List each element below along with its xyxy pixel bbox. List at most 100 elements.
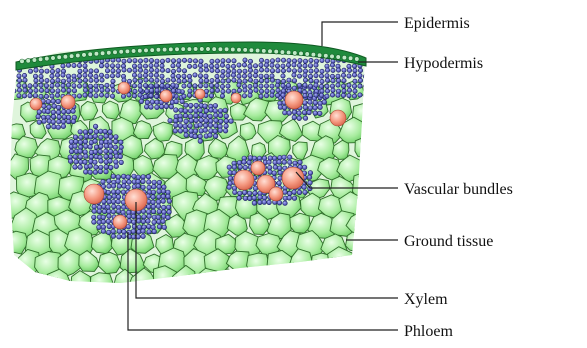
phloem-cell xyxy=(253,191,258,196)
phloem-cell xyxy=(111,199,116,204)
phloem-cell xyxy=(93,139,98,144)
phloem-cell xyxy=(292,196,297,201)
hypodermis-cell xyxy=(149,58,153,62)
phloem-cell xyxy=(83,130,88,135)
phloem-cell xyxy=(203,128,208,133)
phloem-cell xyxy=(52,104,57,109)
hypodermis-cell xyxy=(143,83,147,87)
phloem-cell xyxy=(223,129,228,134)
phloem-cell xyxy=(272,171,277,176)
phloem-cell xyxy=(308,106,313,111)
hypodermis-cell xyxy=(270,59,274,63)
hypodermis-cell xyxy=(215,83,219,87)
hypodermis-cell xyxy=(17,88,21,92)
epidermis-cell xyxy=(26,58,31,63)
hypodermis-cell xyxy=(138,84,142,88)
hypodermis-cell xyxy=(353,89,357,93)
phloem-cell xyxy=(297,111,302,116)
hypodermis-cell xyxy=(160,68,164,72)
hypodermis-cell xyxy=(50,69,54,73)
hypodermis-cell xyxy=(39,94,43,98)
phloem-cell xyxy=(287,196,292,201)
epidermis-cell xyxy=(131,49,136,54)
phloem-cell xyxy=(173,129,178,134)
xylem-vessel xyxy=(118,82,130,94)
phloem-cell xyxy=(161,189,166,194)
epidermis-cell xyxy=(268,49,273,54)
hypodermis-cell xyxy=(243,69,247,73)
epidermis-cell xyxy=(317,53,322,58)
hypodermis-cell xyxy=(226,64,230,68)
hypodermis-cell xyxy=(66,74,70,78)
phloem-cell xyxy=(107,200,112,205)
hypodermis-cell xyxy=(122,68,126,72)
hypodermis-cell xyxy=(264,84,268,88)
hypodermis-cell xyxy=(83,93,87,97)
hypodermis-cell xyxy=(259,74,263,78)
ground-cell xyxy=(365,270,385,293)
xylem-vessel xyxy=(269,187,283,201)
epidermis-cell xyxy=(169,47,174,52)
hypodermis-cell xyxy=(155,88,159,92)
ground-cell xyxy=(213,269,240,296)
phloem-cell xyxy=(116,209,121,214)
hypodermis-cell xyxy=(122,59,126,63)
phloem-cell xyxy=(42,104,47,109)
phloem-cell xyxy=(282,160,287,165)
phloem-cell xyxy=(93,170,98,175)
hypodermis-cell xyxy=(220,63,224,67)
hypodermis-cell xyxy=(358,68,362,72)
hypodermis-cell xyxy=(237,83,241,87)
hypodermis-cell xyxy=(94,88,98,92)
phloem-cell xyxy=(282,105,287,110)
hypodermis-cell xyxy=(160,64,164,68)
hypodermis-cell xyxy=(56,78,60,82)
hypodermis-cell xyxy=(171,89,175,93)
epidermis-cell xyxy=(113,50,118,55)
hypodermis-cell xyxy=(72,89,76,93)
phloem-cell xyxy=(243,196,248,201)
phloem-cell xyxy=(219,119,224,124)
xylem-vessel xyxy=(84,184,104,204)
phloem-cell xyxy=(307,175,312,180)
epidermis-cell xyxy=(76,53,81,58)
hypodermis-cell xyxy=(336,89,340,93)
hypodermis-cell xyxy=(198,63,202,67)
hypodermis-cell xyxy=(138,59,142,63)
phloem-cell xyxy=(127,180,132,185)
hypodermis-cell xyxy=(292,69,296,73)
epidermis-cell xyxy=(262,49,267,54)
hypodermis-cell xyxy=(127,59,131,63)
phloem-cell xyxy=(108,135,113,140)
phloem-cell xyxy=(174,108,179,113)
hypodermis-cell xyxy=(314,59,318,63)
phloem-cell xyxy=(121,205,126,210)
phloem-cell xyxy=(303,105,308,110)
hypodermis-cell xyxy=(177,89,181,93)
hypodermis-cell xyxy=(330,84,334,88)
hypodermis-cell xyxy=(336,93,340,97)
xylem-vessel xyxy=(195,89,205,99)
hypodermis-cell xyxy=(243,79,247,83)
phloem-cell xyxy=(157,180,162,185)
phloem-cell xyxy=(146,174,151,179)
hypodermis-cell xyxy=(358,78,362,82)
hypodermis-cell xyxy=(89,78,93,82)
hypodermis-cell xyxy=(22,84,26,88)
epidermis-cell xyxy=(119,50,124,55)
phloem-cell xyxy=(78,130,83,135)
hypodermis-cell xyxy=(12,89,16,93)
hypodermis-cell xyxy=(281,79,285,83)
phloem-cell xyxy=(168,118,173,123)
phloem-cell xyxy=(73,144,78,149)
hypodermis-cell xyxy=(336,83,340,87)
phloem-cell xyxy=(313,101,318,106)
phloem-cell xyxy=(145,100,150,105)
phloem-cell xyxy=(213,123,218,128)
phloem-cell xyxy=(194,108,199,113)
phloem-cell xyxy=(248,196,253,201)
phloem-cell xyxy=(94,165,99,170)
phloem-cell xyxy=(46,124,51,129)
hypodermis-cell xyxy=(352,64,356,68)
phloem-cell xyxy=(141,179,146,184)
